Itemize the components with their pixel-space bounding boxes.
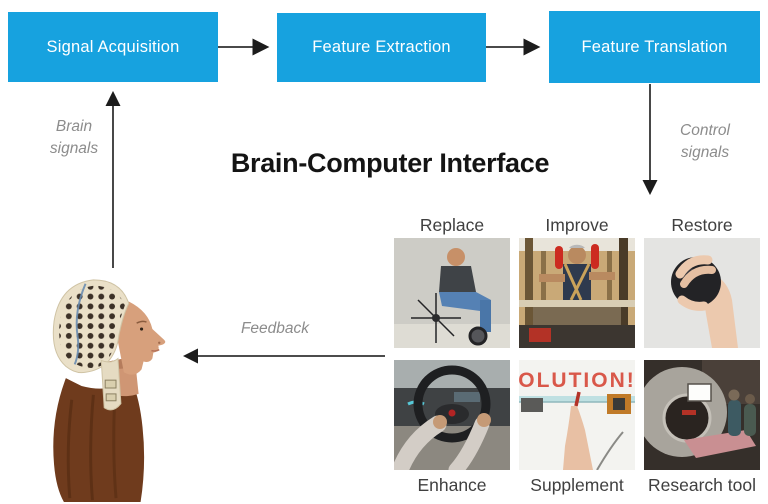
pipeline-box-feature-translation: Feature Translation — [549, 11, 760, 83]
photo-man-in-wheelchair — [394, 238, 510, 348]
eeg-cap-person-illustration — [52, 279, 166, 503]
eeg-cap-photo — [42, 272, 190, 504]
app-label-enhance: Enhance — [417, 475, 487, 495]
box-label-feature-translation: Feature Translation — [581, 37, 728, 56]
photo-whiteboard-writing: OLUTION! — [519, 360, 635, 470]
pipeline-box-feature-extraction: Feature Extraction — [277, 13, 486, 82]
whiteboard-text: OLUTION! — [519, 369, 635, 392]
pipeline-box-signal-acquisition: Signal Acquisition — [8, 12, 218, 82]
feedback-label: Feedback — [240, 320, 310, 337]
box-label-signal-acquisition: Signal Acquisition — [46, 37, 180, 56]
app-label-supplement: Supplement — [530, 475, 624, 495]
box-label-feature-extraction: Feature Extraction — [312, 38, 451, 56]
photo-steering-wheel — [394, 360, 510, 470]
photo-gait-trainer — [519, 238, 635, 348]
app-label-restore: Restore — [671, 215, 733, 235]
app-label-replace: Replace — [419, 215, 485, 235]
control-signals-label: Control signals — [680, 122, 730, 162]
photo-hand-squeezing-ball — [644, 238, 760, 348]
brain-signals-label: Brain signals — [49, 118, 99, 158]
app-label-improve: Improve — [545, 215, 609, 235]
app-label-research-tool: Research tool — [648, 475, 756, 495]
photo-mri-scanner — [644, 360, 760, 470]
applications-grid: Replace Improve Restore — [394, 213, 760, 496]
diagram-title: Brain-Computer Interface — [230, 148, 550, 178]
